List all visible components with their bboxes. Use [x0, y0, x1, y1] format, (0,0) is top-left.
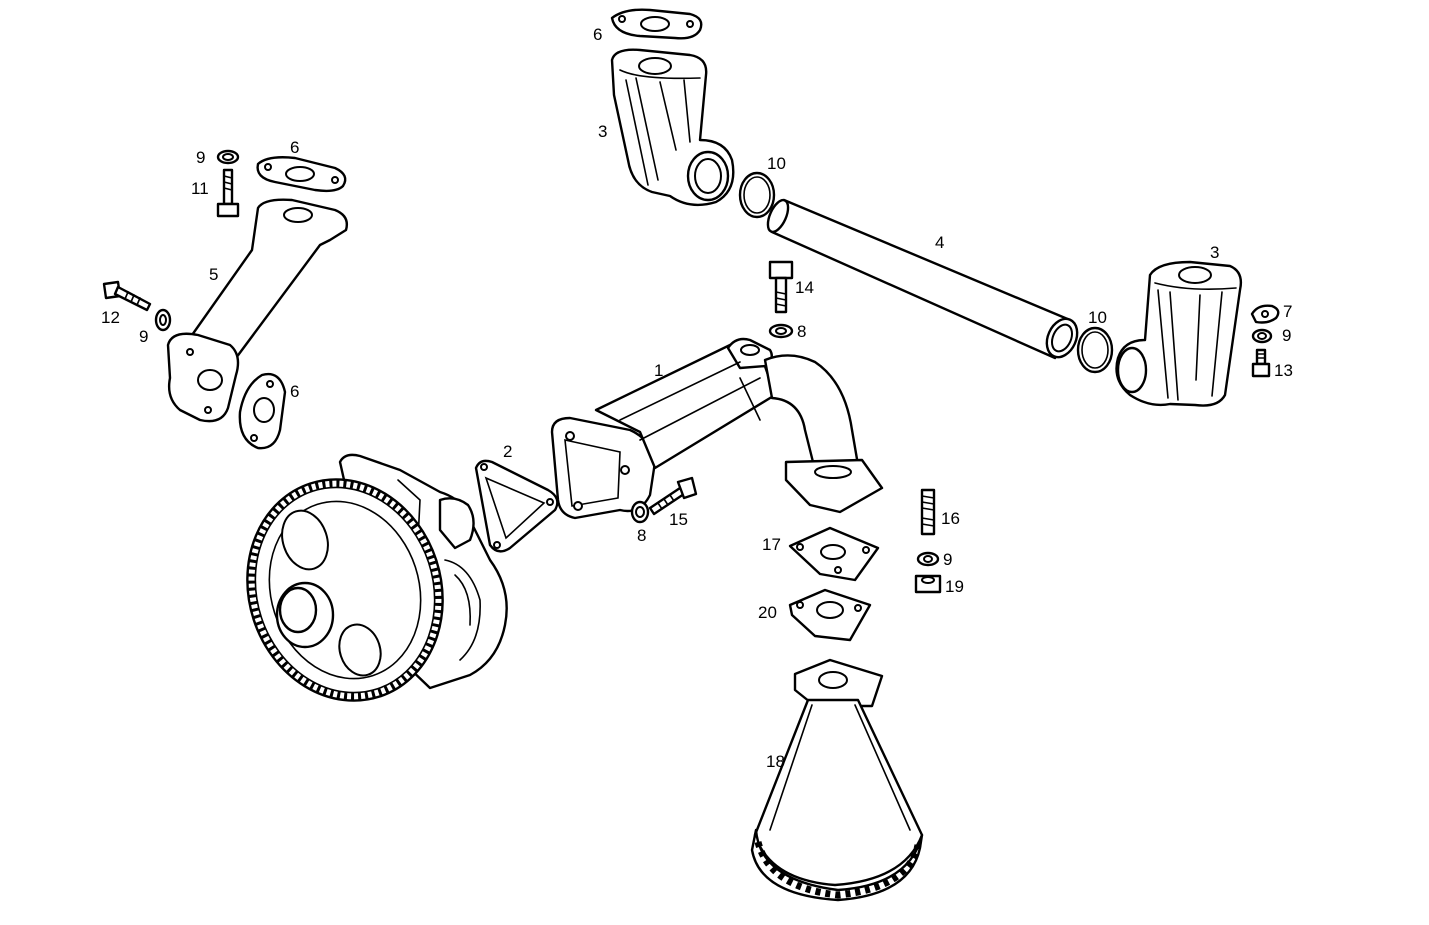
callout-9-top-left: 9 [196, 148, 205, 167]
callout-8-top: 8 [797, 322, 806, 341]
callout-3-right: 3 [1210, 243, 1219, 262]
gasket-6-left [256, 156, 347, 193]
washer-9-right [1251, 328, 1273, 344]
callout-6-left: 6 [290, 138, 299, 157]
callout-17: 17 [762, 535, 781, 554]
callout-7: 7 [1283, 302, 1292, 321]
callout-1: 1 [654, 361, 663, 380]
callout-9-left: 9 [139, 327, 148, 346]
bolt-14 [768, 260, 794, 314]
washer-8-side [630, 500, 650, 524]
bolt-12 [102, 280, 152, 312]
pipe-5 [166, 198, 349, 423]
o-ring-10-right [1076, 326, 1114, 374]
bolt-11 [216, 168, 240, 218]
callout-16: 16 [941, 509, 960, 528]
callout-14: 14 [795, 278, 814, 297]
nut-19 [914, 574, 942, 594]
callout-9-right: 9 [1282, 326, 1291, 345]
elbow-housing-3-top [610, 48, 735, 207]
washer-8-top [768, 323, 794, 339]
callout-12: 12 [101, 308, 120, 327]
callout-5: 5 [209, 265, 218, 284]
tube-4 [766, 198, 1079, 360]
callout-13: 13 [1274, 361, 1293, 380]
callout-11: 11 [191, 179, 209, 198]
callout-6-lower: 6 [290, 382, 299, 401]
bolt-15 [648, 476, 698, 516]
callout-3-top: 3 [598, 122, 607, 141]
callout-18: 18 [766, 752, 785, 771]
washer-9-left [154, 308, 172, 332]
callout-4: 4 [935, 233, 944, 252]
gasket-6-lower-left [238, 372, 287, 450]
bolt-13 [1251, 348, 1271, 378]
gasket-17 [788, 526, 880, 582]
stud-16 [920, 488, 936, 536]
callout-10-top: 10 [767, 154, 786, 173]
callout-15: 15 [669, 510, 688, 529]
main-pipe-1 [550, 337, 884, 520]
callout-8-side: 8 [637, 526, 646, 545]
callout-19: 19 [945, 577, 964, 596]
callout-10-right: 10 [1088, 308, 1107, 327]
callout-20: 20 [758, 603, 777, 622]
washer-9-stud [916, 551, 940, 567]
callout-9-stud: 9 [943, 550, 952, 569]
elbow-housing-3-right [1115, 260, 1243, 407]
gasket-2 [474, 459, 559, 553]
o-ring-10-top [738, 171, 776, 219]
flange-20 [788, 588, 872, 642]
gasket-6-top [610, 8, 703, 40]
strainer-18 [750, 658, 924, 902]
washer-9-top-left [216, 149, 240, 165]
washer-7-right [1250, 304, 1280, 324]
callout-6-top: 6 [593, 25, 602, 44]
callout-2: 2 [503, 442, 512, 461]
oil-pump-with-gear [246, 453, 508, 702]
